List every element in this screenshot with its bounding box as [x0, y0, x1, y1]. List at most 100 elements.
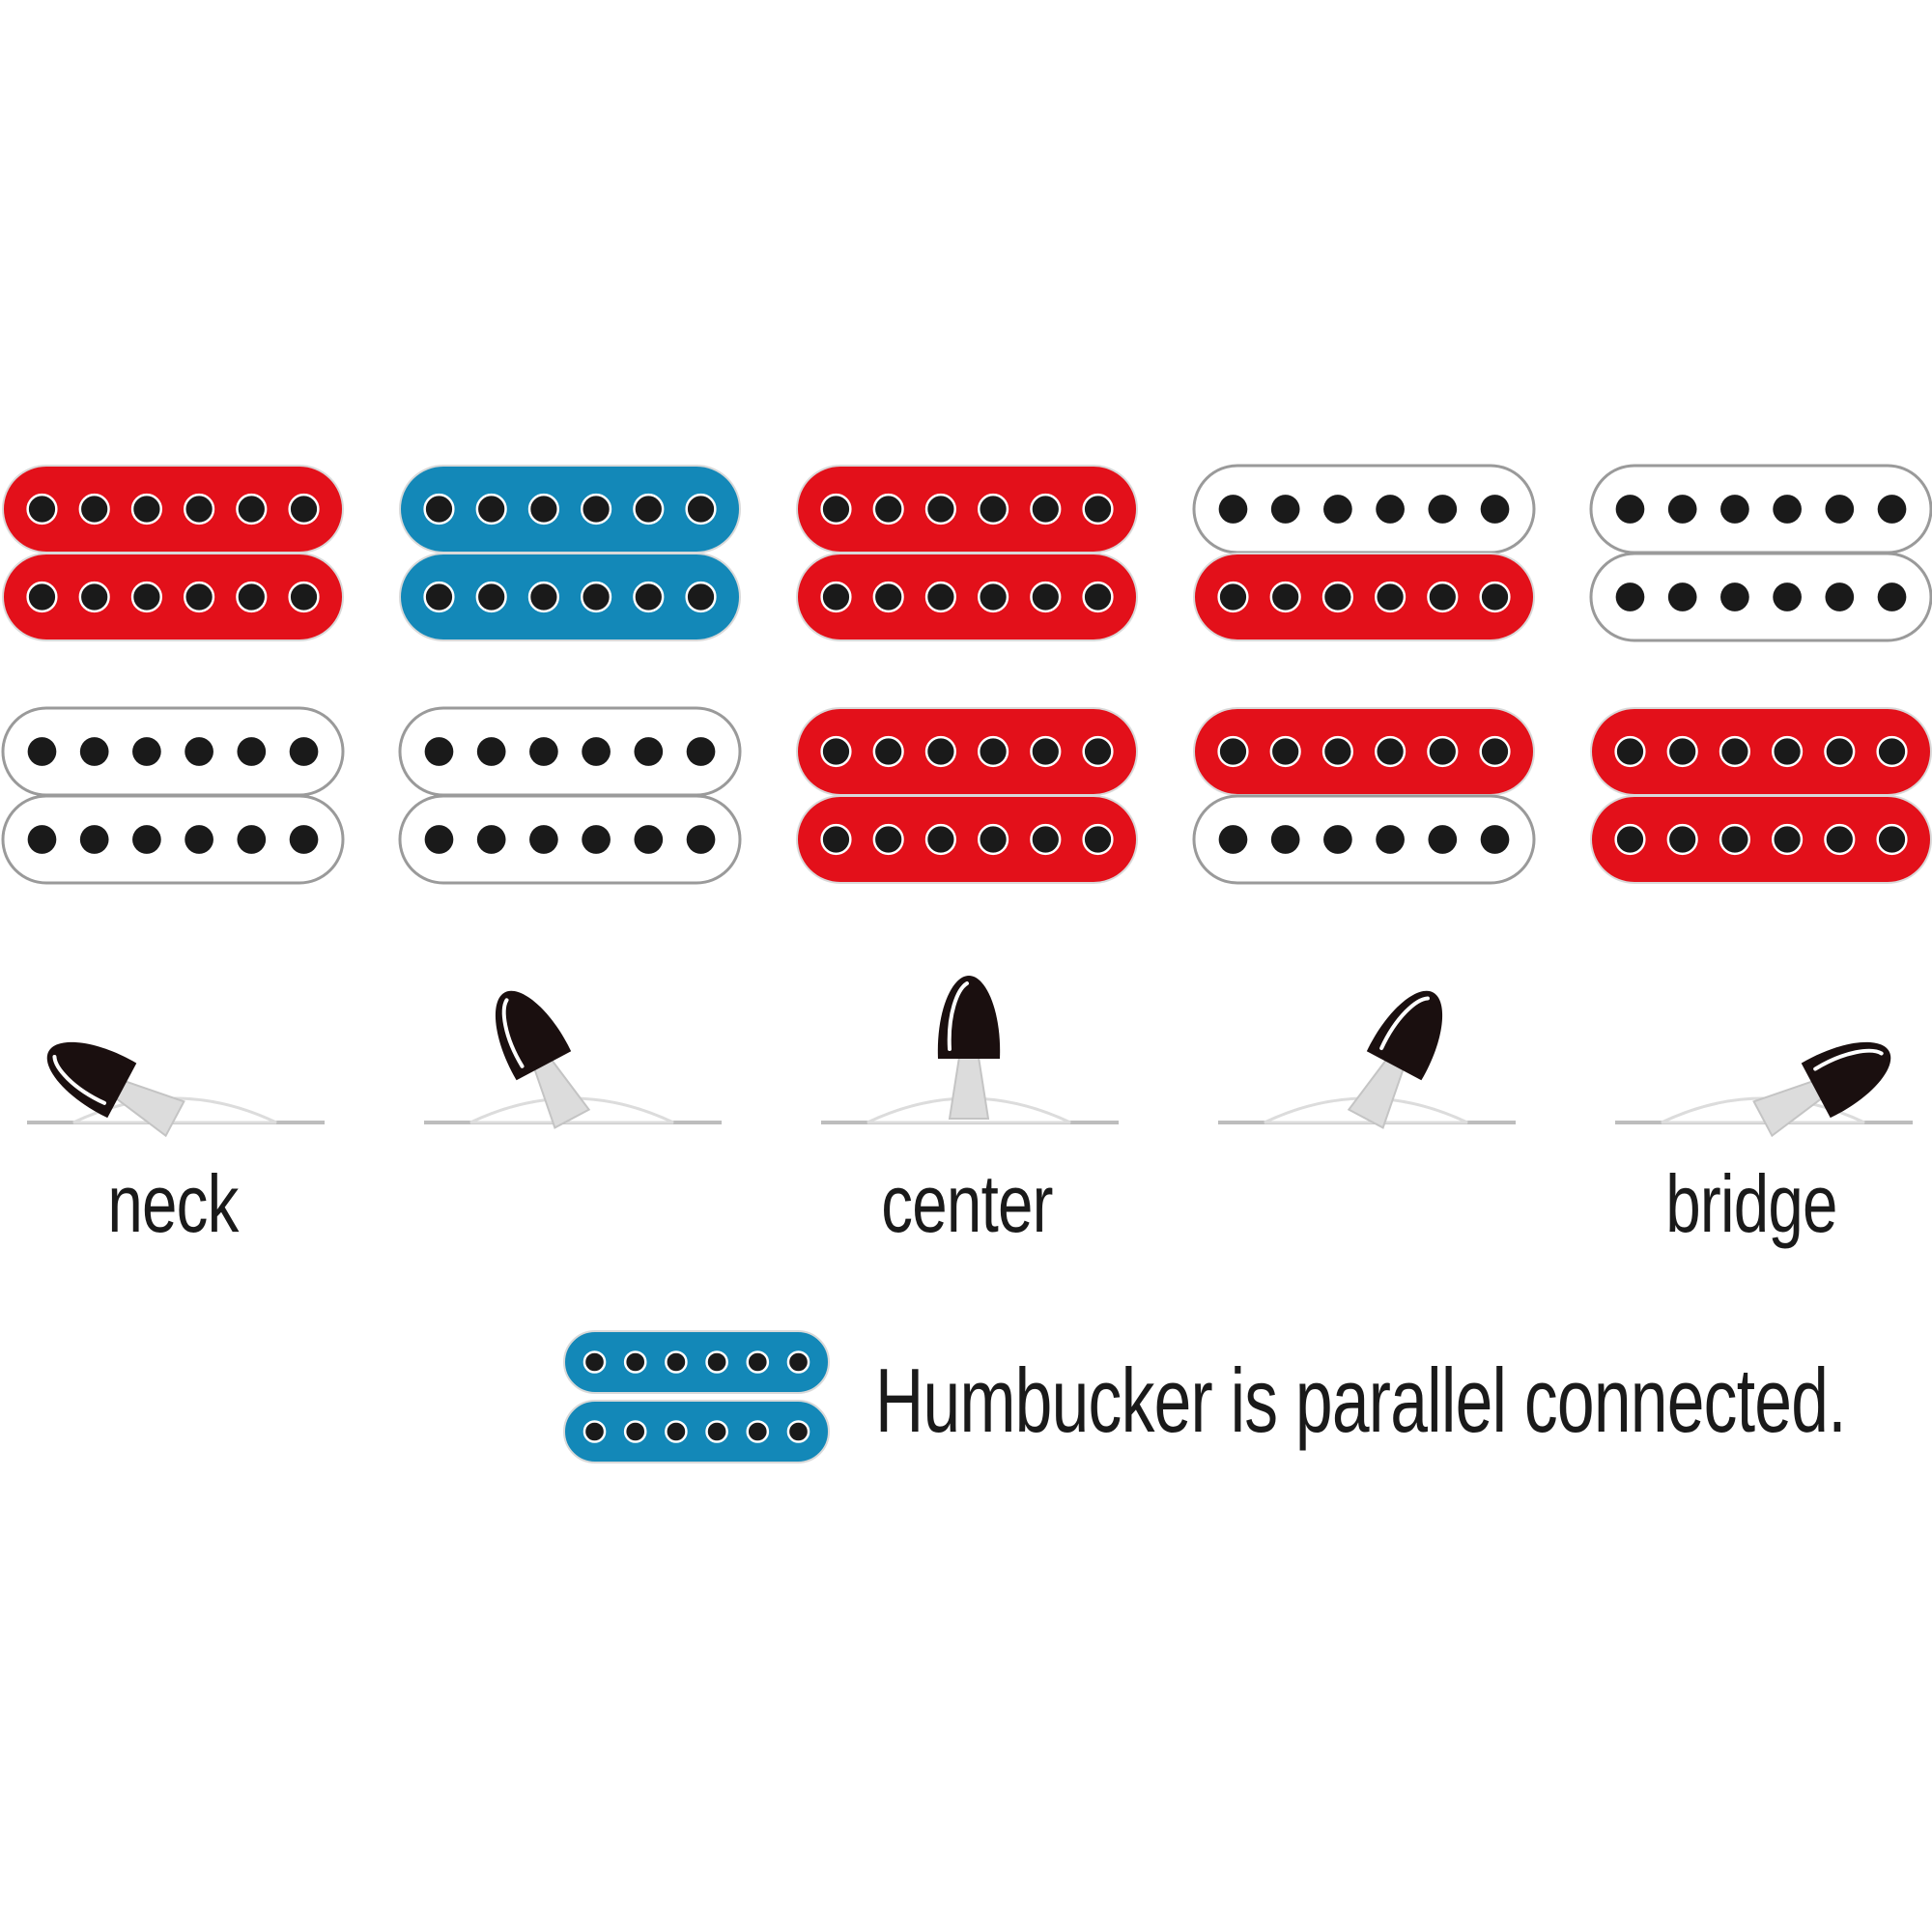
- pole-piece: [623, 1420, 647, 1443]
- pole-piece: [978, 581, 1009, 613]
- pole-piece: [1615, 582, 1645, 611]
- humbucker-upper-3: [796, 465, 1138, 641]
- position-label-neck: neck: [107, 1158, 239, 1249]
- humbucker-upper-1: [2, 465, 344, 641]
- pole-piece: [1428, 495, 1458, 524]
- pole-piece: [27, 737, 57, 766]
- pole-piece: [1375, 581, 1406, 613]
- coil-body: [563, 1330, 830, 1394]
- coil-bottom: [1, 794, 345, 885]
- pole-piece: [1480, 825, 1510, 854]
- pole-piece: [423, 581, 455, 613]
- pole-piece: [1323, 825, 1352, 854]
- switch-tip-highlight: [501, 998, 525, 1068]
- pole-piece: [1428, 825, 1458, 854]
- pole-piece: [820, 823, 852, 856]
- pole-piece: [1030, 493, 1062, 526]
- pole-piece: [424, 737, 454, 766]
- pole-piece: [581, 581, 612, 613]
- switch-tip-highlight: [52, 1055, 107, 1105]
- pole-piece: [26, 581, 58, 613]
- pole-piece: [582, 1420, 607, 1443]
- pole-piece: [1772, 823, 1804, 856]
- coil-top: [398, 706, 742, 797]
- pole-piece: [1877, 582, 1907, 611]
- humbucker-lower-1: [1, 706, 345, 885]
- coil-top: [399, 465, 741, 554]
- pole-piece: [582, 825, 611, 854]
- coil-body: [398, 794, 742, 885]
- pole-piece: [978, 735, 1009, 768]
- pole-piece: [1667, 582, 1697, 611]
- pole-piece: [1614, 735, 1646, 768]
- pole-piece: [1218, 495, 1248, 524]
- pole-piece: [1218, 825, 1248, 854]
- pole-piece: [1824, 735, 1856, 768]
- pole-piece: [746, 1420, 770, 1443]
- coil-body: [1590, 795, 1932, 884]
- pole-piece: [872, 581, 904, 613]
- switch-lever: [937, 976, 1001, 1120]
- switch-lever: [1752, 1042, 1891, 1138]
- pole-piece: [1270, 495, 1300, 524]
- pole-piece: [978, 493, 1009, 526]
- switch-tip: [46, 1042, 137, 1119]
- pole-piece: [685, 493, 717, 526]
- pole-piece: [1217, 735, 1249, 768]
- pole-piece: [1376, 825, 1405, 854]
- switch-3: [821, 976, 1119, 1124]
- pole-piece: [581, 493, 612, 526]
- pole-piece: [1269, 735, 1301, 768]
- pole-piece: [633, 493, 665, 526]
- legend-coil-bottom: [563, 1400, 830, 1463]
- pole-piece: [1666, 823, 1698, 856]
- legend-text: Humbucker is parallel connected.: [875, 1350, 1847, 1451]
- pole-piece: [978, 823, 1009, 856]
- pole-piece: [130, 581, 162, 613]
- pole-piece: [476, 825, 506, 854]
- legend-humbucker: [563, 1330, 830, 1463]
- pole-piece: [1030, 581, 1062, 613]
- humbucker-upper-4: [1192, 464, 1536, 641]
- humbucker-lower-2: [398, 706, 742, 885]
- position-label-center: center: [881, 1158, 1053, 1249]
- legend-coil-top: [563, 1330, 830, 1394]
- pole-piece: [288, 581, 320, 613]
- pole-piece: [476, 737, 506, 766]
- coil-body: [2, 553, 344, 641]
- pole-piece: [529, 737, 558, 766]
- pole-piece: [924, 581, 956, 613]
- switch-lever: [496, 990, 591, 1129]
- coil-bottom: [1192, 794, 1536, 885]
- pole-piece: [924, 823, 956, 856]
- pole-piece: [1082, 823, 1114, 856]
- pole-piece: [872, 823, 904, 856]
- pole-piece: [289, 825, 319, 854]
- pole-piece: [582, 1350, 607, 1374]
- pole-piece: [237, 825, 267, 854]
- pole-piece: [184, 493, 215, 526]
- coil-top: [1192, 464, 1536, 554]
- pole-piece: [1321, 581, 1353, 613]
- pole-piece: [527, 493, 559, 526]
- coil-body: [796, 795, 1138, 884]
- pole-piece: [1876, 735, 1908, 768]
- pole-piece: [475, 581, 507, 613]
- pole-piece: [184, 581, 215, 613]
- pole-piece: [1772, 735, 1804, 768]
- humbucker-lower-3: [796, 707, 1138, 884]
- pole-piece: [1666, 735, 1698, 768]
- coil-bottom: [1590, 795, 1932, 884]
- pole-piece: [1480, 495, 1510, 524]
- pole-piece: [1427, 581, 1459, 613]
- pole-piece: [1321, 735, 1353, 768]
- pole-piece: [185, 737, 213, 766]
- pole-piece: [820, 735, 852, 768]
- pole-piece: [686, 825, 716, 854]
- pole-piece: [686, 737, 716, 766]
- coil-top: [1, 706, 345, 797]
- coil-top: [796, 707, 1138, 796]
- pole-piece: [1719, 735, 1750, 768]
- pole-piece: [1479, 735, 1511, 768]
- coil-bottom: [399, 553, 741, 641]
